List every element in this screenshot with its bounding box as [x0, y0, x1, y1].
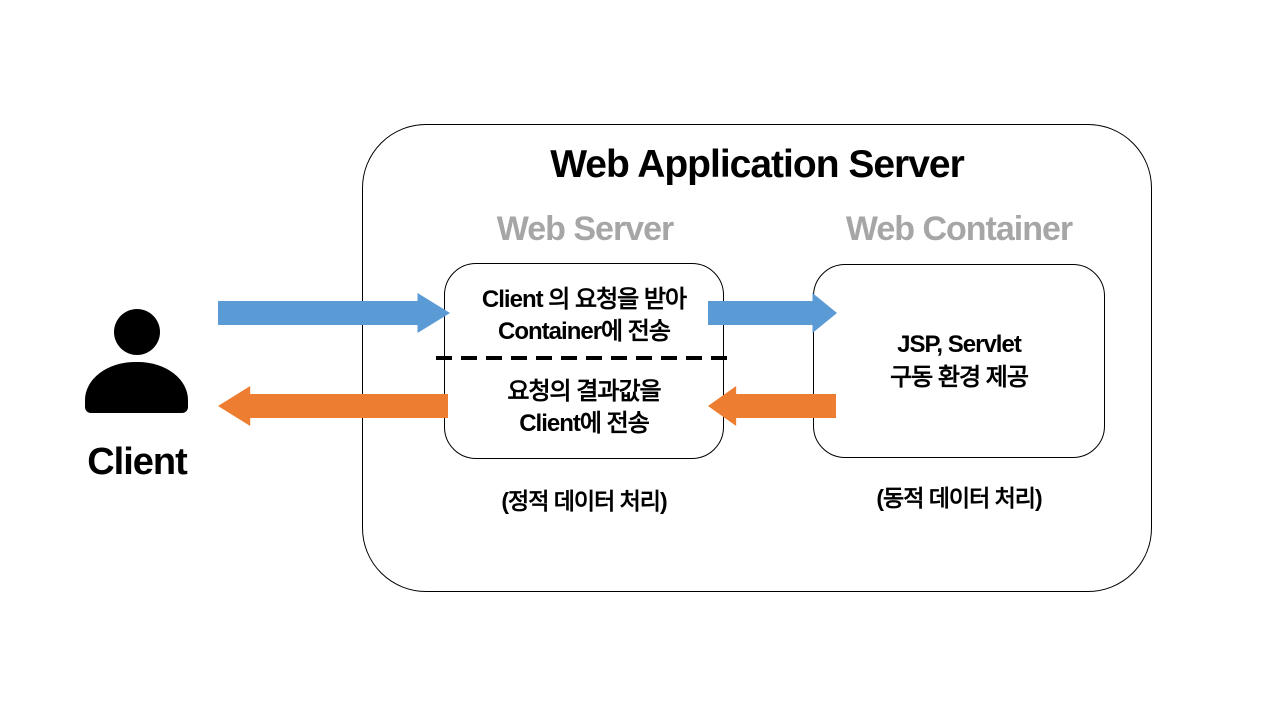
- container-text-line2: 구동 환경 제공: [890, 364, 1029, 391]
- web-container-heading: Web Container: [845, 210, 1073, 248]
- web-application-server-title: Web Application Server: [550, 143, 965, 186]
- web-server-response-text: 요청의 결과값을 Client에 전송: [445, 376, 723, 440]
- request-text-line2: Container에 전송: [498, 318, 671, 345]
- response-text-line2: Client에 전송: [519, 410, 650, 437]
- web-server-heading: Web Server: [496, 210, 674, 248]
- web-container-text: JSP, Servlet 구동 환경 제공: [890, 328, 1029, 394]
- web-container-caption: (동적 데이터 처리): [876, 485, 1042, 511]
- web-server-request-text: Client 의 요청을 받아 Container에 전송: [445, 284, 723, 348]
- client-label: Client: [87, 441, 188, 483]
- container-text-line1: JSP, Servlet: [897, 331, 1022, 358]
- web-server-caption: (정적 데이터 처리): [501, 488, 667, 514]
- web-container-box: JSP, Servlet 구동 환경 제공: [813, 264, 1105, 458]
- person-head-icon: [114, 309, 160, 355]
- dashed-divider: [436, 356, 734, 360]
- web-server-box: Client 의 요청을 받아 Container에 전송 요청의 결과값을 C…: [436, 263, 734, 459]
- request-text-line1: Client 의 요청을 받아: [481, 286, 687, 313]
- person-body-icon: [85, 362, 188, 413]
- response-text-line1: 요청의 결과값을: [507, 378, 661, 405]
